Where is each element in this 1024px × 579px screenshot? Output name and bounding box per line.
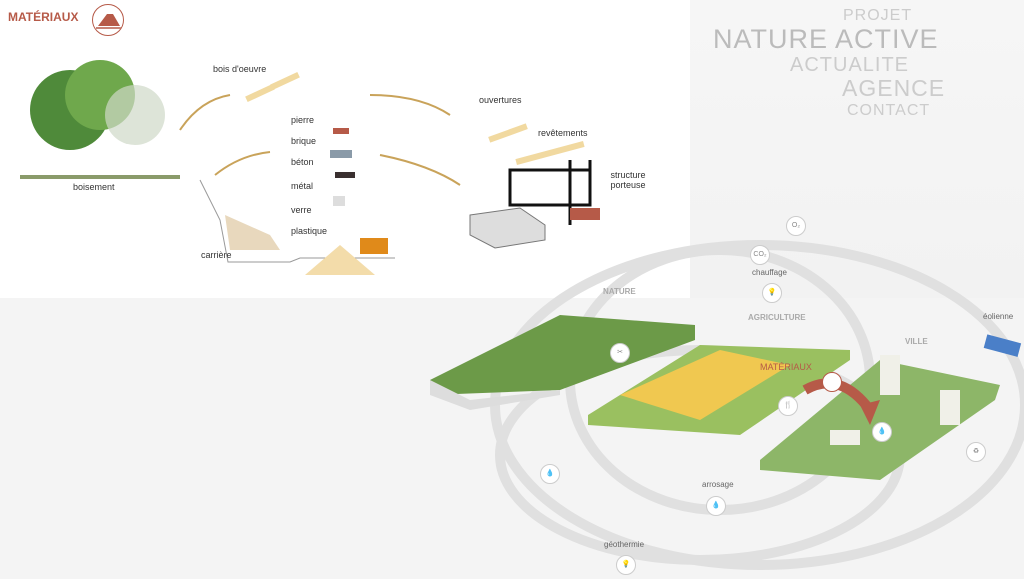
label-chauffage: chauffage [752, 268, 787, 277]
label-bois: bois d'oeuvre [213, 64, 267, 74]
site-title[interactable]: NATURE ACTIVE [713, 24, 939, 54]
water-drop-icon[interactable]: 💧 [872, 422, 892, 442]
nature-block [430, 315, 695, 395]
label-brique: brique [291, 136, 317, 146]
tree-icon [20, 60, 180, 179]
label-boisement: boisement [73, 182, 115, 192]
label-metal: métal [291, 181, 314, 191]
zone-nature[interactable]: NATURE [603, 287, 636, 296]
nav-agence[interactable]: AGENCE [842, 75, 946, 101]
bulb-icon[interactable]: 💡 [762, 283, 782, 303]
label-revetements: revêtements [538, 128, 588, 138]
label-pierre: pierre [291, 115, 315, 125]
materials-illustration [20, 60, 600, 275]
label-geothermie: géothermie [604, 540, 645, 549]
fork-icon[interactable]: 🍴 [778, 396, 798, 416]
label-ouvertures: ouvertures [479, 95, 522, 105]
zone-ville[interactable]: VILLE [905, 337, 928, 346]
water-drop-icon[interactable]: 💧 [540, 464, 560, 484]
water-drop-icon[interactable]: 💧 [706, 496, 726, 516]
bulb-icon[interactable]: 💡 [616, 555, 636, 575]
label-verre: verre [291, 205, 312, 215]
nav-actualite[interactable]: ACTUALITE [790, 54, 910, 76]
recycle-icon[interactable]: ♻ [966, 442, 986, 462]
o2-icon[interactable]: O₂ [786, 216, 806, 236]
label-plastique: plastique [291, 226, 328, 236]
co2-icon[interactable]: CO₂ [750, 245, 770, 265]
section-title: MATÉRIAUX [8, 10, 79, 24]
label-eolienne: éolienne [983, 312, 1014, 321]
tools-icon[interactable]: ✂ [610, 343, 630, 363]
label-structure: structure porteuse [610, 170, 646, 190]
materials-icon[interactable] [822, 372, 842, 392]
label-carriere: carrière [201, 250, 232, 260]
zone-agriculture[interactable]: AGRICULTURE [748, 313, 806, 322]
label-arrosage: arrosage [702, 480, 734, 489]
hover-materiaux-label[interactable]: MATÉRIAUX [760, 362, 812, 372]
materials-logo-icon[interactable] [92, 4, 124, 36]
label-beton: béton [291, 157, 314, 167]
nav-projet[interactable]: PROJET [843, 7, 913, 24]
nav-contact[interactable]: CONTACT [847, 102, 931, 119]
